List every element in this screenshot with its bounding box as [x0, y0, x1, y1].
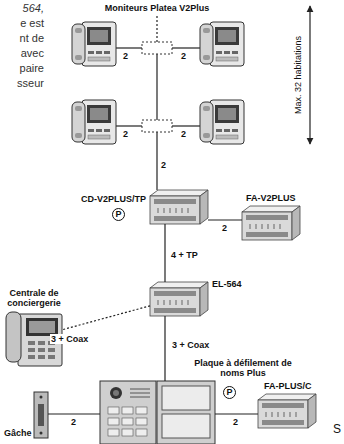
connector-label: 4 + TP — [170, 250, 199, 260]
wire-label: 564, — [23, 2, 44, 15]
device-node: Plaque à défilement de noms Plus — [100, 381, 215, 444]
device-label: FA-PLUS/C — [264, 381, 312, 391]
device-node: Gâche — [34, 392, 48, 438]
strike-symbol — [34, 392, 48, 438]
device-node: EL-564 — [150, 282, 208, 316]
wire-label: 2 — [161, 160, 166, 170]
wire-label: e est — [20, 17, 44, 30]
wire-connector — [62, 306, 150, 330]
wire-label: 2 — [181, 51, 186, 61]
connector-label: 2 — [232, 417, 239, 427]
device-label: Plaque à défilement de noms Plus — [187, 358, 299, 378]
connector-label: 3 + Coax — [50, 334, 89, 344]
wire-label: sseur — [17, 77, 44, 90]
door-panel — [100, 381, 215, 444]
device-label: EL-564 — [212, 279, 242, 289]
device-label: Gâche — [4, 428, 32, 438]
monitor-symbol — [72, 22, 244, 144]
wire-label: nt de — [20, 32, 44, 45]
device-node: FA-PLUS/C — [258, 394, 316, 428]
device-label: FA-V2PLUS — [246, 193, 296, 203]
monitor-riser — [116, 16, 200, 190]
wire-label: Max. 32 habitations — [293, 36, 303, 114]
wire-connector — [164, 316, 165, 381]
connector-label: 2 — [221, 223, 228, 233]
wire-connector — [48, 413, 100, 414]
wire-label: P — [223, 386, 236, 399]
wire-connector — [208, 219, 242, 220]
connector-label: 3 + Coax — [171, 340, 210, 350]
device-label: Centrale de conciergerie — [2, 288, 66, 308]
wire-label: 2 — [123, 129, 128, 139]
wire-connector — [164, 224, 165, 282]
wire-label: S — [333, 424, 341, 434]
wire-label: Moniteurs Platea V2Plus — [105, 3, 210, 13]
wire-label: paire — [20, 62, 44, 75]
range-arrow — [309, 6, 310, 144]
device-node: CD-V2PLUS/TP — [150, 190, 208, 224]
wire-connector — [215, 413, 258, 414]
wire-label: 2 — [181, 129, 186, 139]
module-symbol — [150, 190, 316, 428]
device-node: FA-V2PLUS — [242, 206, 300, 240]
wire-label: 2 — [123, 51, 128, 61]
connector-label: 2 — [70, 417, 77, 427]
device-label: CD-V2PLUS/TP — [81, 194, 146, 204]
wire-label: avec — [21, 47, 44, 60]
junction-box — [142, 42, 172, 132]
wire-label: P — [112, 208, 125, 221]
